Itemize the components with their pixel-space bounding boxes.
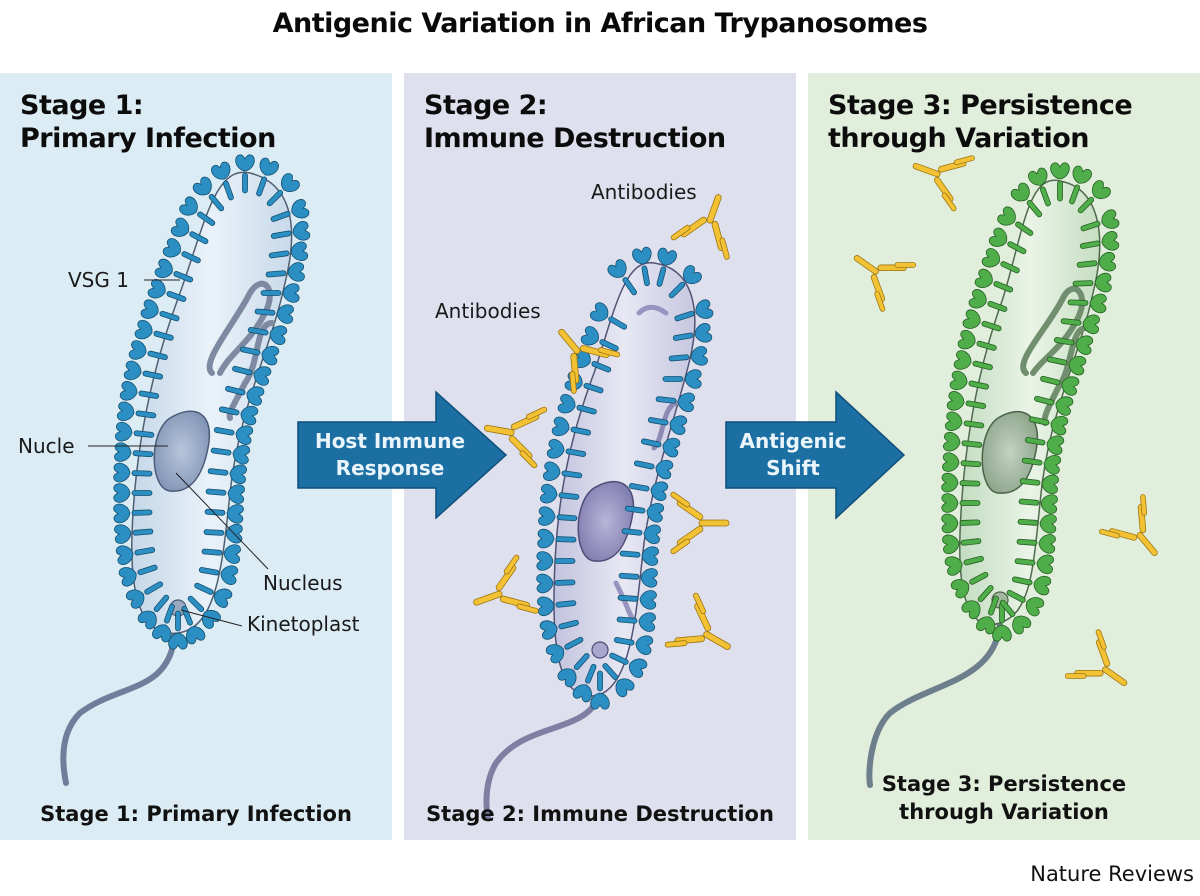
- kinetoplast-label: Kinetoplast: [247, 612, 360, 636]
- stage-2-caption: Stage 2: Immune Destruction: [426, 802, 774, 826]
- stage-1-caption: Stage 1: Primary Infection: [40, 802, 352, 826]
- antigenic-shift-arrow: [725, 390, 906, 520]
- antibodies-label-top: Antibodies: [591, 180, 697, 204]
- trypanosome-vsg2-illustration: [836, 136, 1180, 788]
- vsg-1-label: VSG 1: [68, 268, 129, 292]
- trypanosome-vsg1-illustration: [60, 154, 311, 786]
- stage-3-heading: Stage 3: Persistence through Variation: [828, 90, 1133, 154]
- stage-2-heading: Stage 2: Immune Destruction: [424, 90, 726, 154]
- trypanosome-antibody-attack-illustration: [462, 183, 750, 821]
- figure-title: Antigenic Variation in African Trypanoso…: [272, 8, 928, 39]
- host-immune-response-arrow: [297, 390, 508, 520]
- source-credit: Nature Reviews: [1030, 862, 1194, 886]
- antibodies-label-left: Antibodies: [435, 299, 541, 323]
- antigenic-shift-label: Antigenic Shift: [739, 429, 847, 480]
- stage-3-caption: Stage 3: Persistence through Variation: [881, 772, 1127, 824]
- nucleus-label: Nucleus: [263, 571, 343, 595]
- nucle-label: Nucle: [18, 434, 75, 458]
- stage-1-heading: Stage 1: Primary Infection: [20, 90, 276, 154]
- host-immune-response-label: Host Immune Response: [314, 429, 466, 480]
